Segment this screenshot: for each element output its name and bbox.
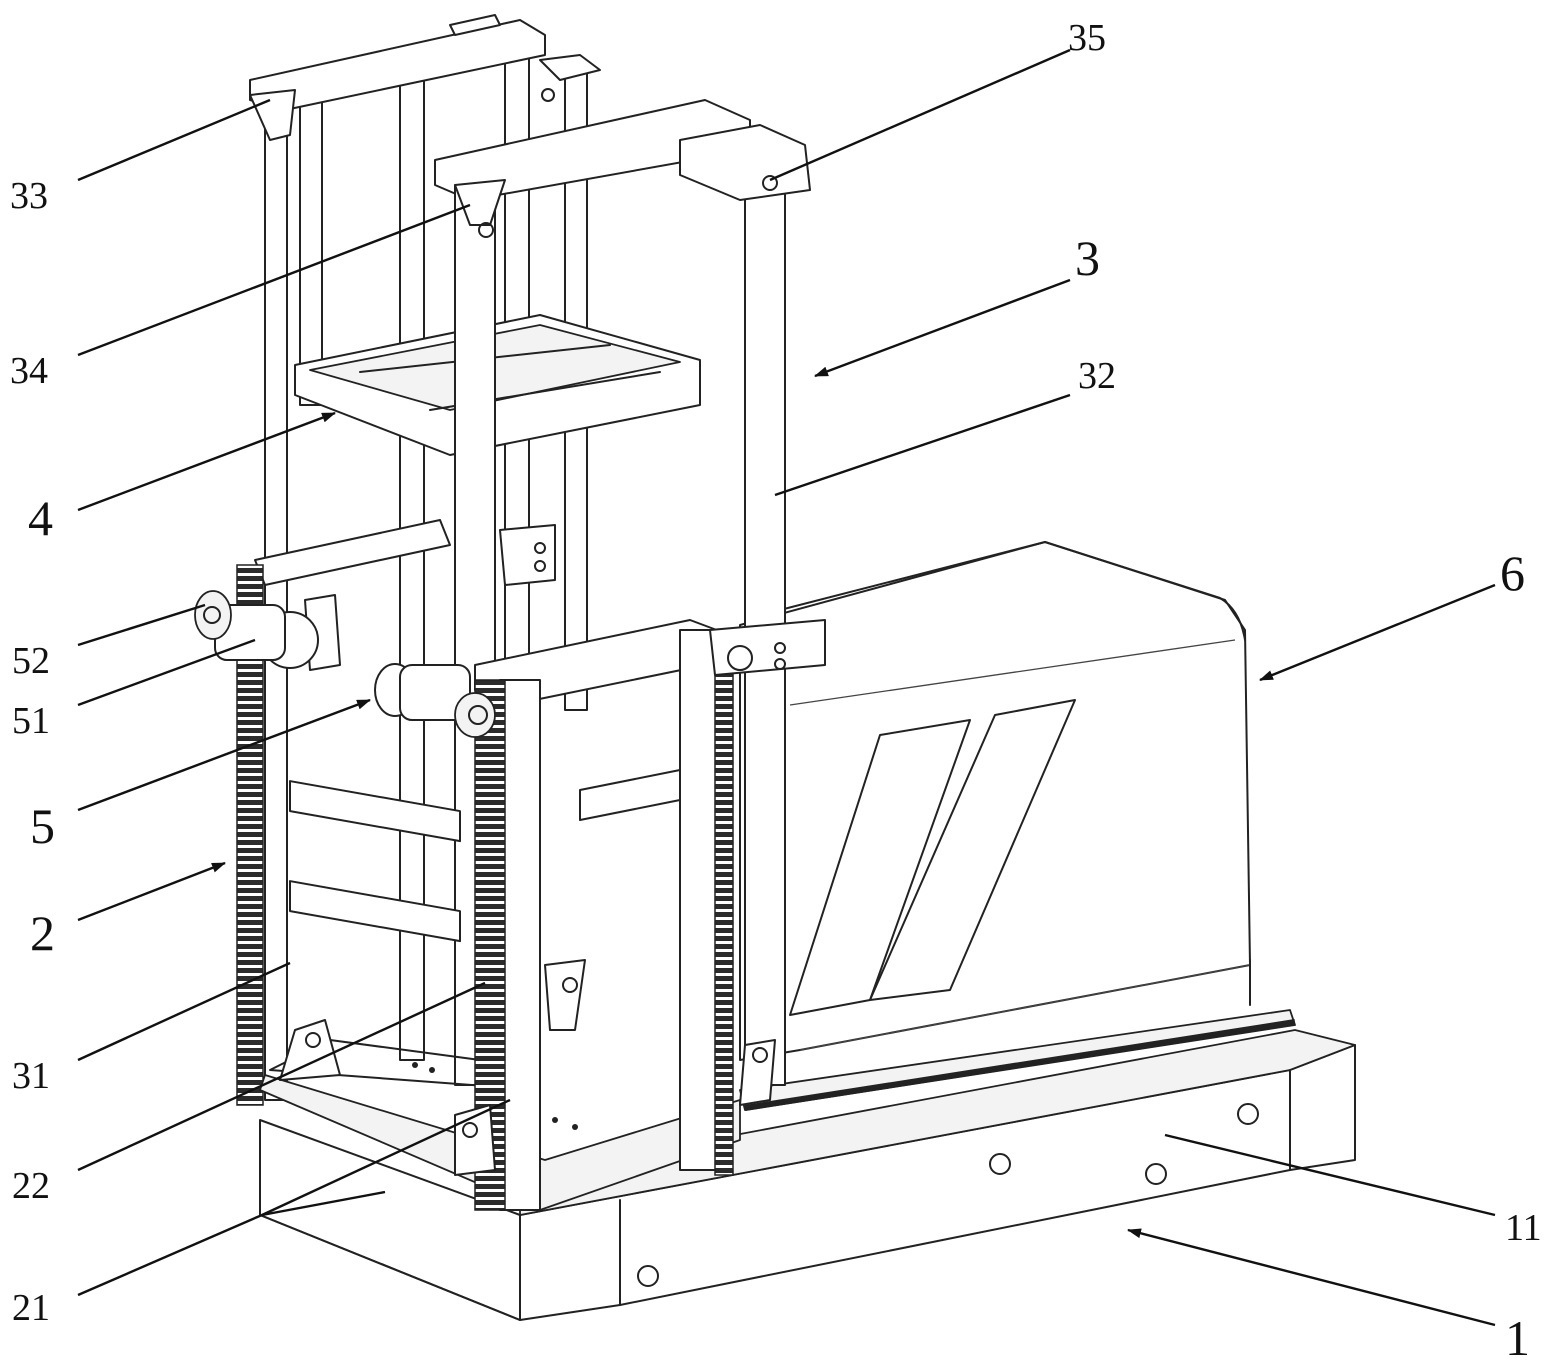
leader-35 (769, 48, 1071, 182)
label-52: 52 (12, 640, 50, 682)
leader-33 (77, 98, 271, 182)
label-22: 22 (12, 1165, 50, 1207)
housing-cabinet (739, 541, 1296, 1111)
leader-3 (814, 278, 1071, 378)
leader-31 (77, 961, 291, 1062)
label-32: 32 (1078, 355, 1116, 397)
label-33: 33 (10, 175, 48, 217)
label-2: 2 (30, 905, 55, 961)
leader-lines (77, 48, 1496, 1327)
leader-51 (77, 638, 256, 707)
label-1: 1 (1505, 1310, 1530, 1366)
label-31: 31 (12, 1055, 50, 1097)
leader-1 (1127, 1228, 1496, 1327)
leader-6 (1259, 583, 1496, 682)
leader-21b (261, 1098, 511, 1217)
label-5: 5 (30, 798, 55, 854)
label-35: 35 (1068, 17, 1106, 59)
base-frame (259, 1029, 1356, 1321)
label-51: 51 (12, 700, 50, 742)
front-lift-frame (454, 619, 776, 1211)
label-11: 11 (1505, 1207, 1542, 1249)
label-21: 21 (12, 1287, 50, 1329)
lift-tray (294, 314, 701, 456)
label-3: 3 (1075, 230, 1100, 286)
leader-34 (77, 203, 471, 357)
label-34: 34 (10, 350, 48, 392)
leader-11 (1164, 1133, 1496, 1217)
part-labels: 33 34 4 52 51 5 2 31 22 21 35 3 32 6 11 … (10, 17, 1542, 1366)
leader-32 (774, 393, 1071, 497)
leader-4 (77, 411, 336, 512)
leader-52 (77, 603, 206, 647)
label-6: 6 (1500, 545, 1525, 601)
leader-5 (77, 698, 371, 812)
leader-2 (77, 861, 226, 922)
drive-units (194, 524, 826, 738)
label-4: 4 (28, 490, 53, 546)
leader-22 (77, 981, 486, 1172)
